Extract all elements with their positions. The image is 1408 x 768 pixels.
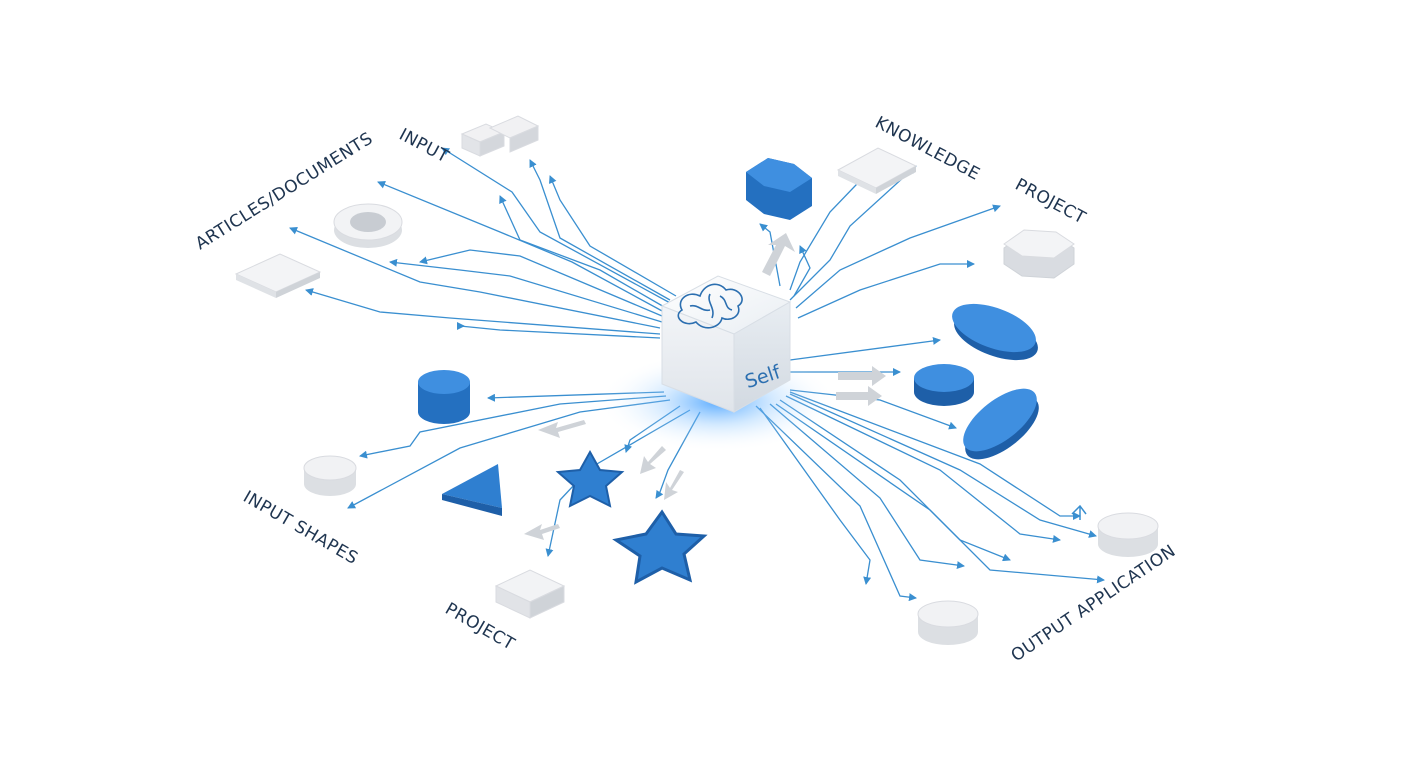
gray-disc-left-shape[interactable]: [303, 455, 357, 496]
connection-lines: [289, 147, 1105, 602]
connection-line: [289, 226, 661, 329]
connection-line: [499, 195, 667, 309]
flat-square-left-shape[interactable]: [234, 253, 322, 298]
gray-box-bottom-shape[interactable]: [494, 569, 566, 619]
connection-line: [789, 165, 917, 301]
connection-line: [795, 204, 1001, 309]
blue-star-small-shape[interactable]: [555, 449, 625, 508]
connection-line: [759, 407, 872, 585]
connection-line: [769, 403, 965, 570]
flow-arrow: [640, 446, 666, 474]
connection-line: [793, 245, 811, 297]
gray-hexagon-shape[interactable]: [1003, 229, 1075, 279]
label-input-shapes: INPUT SHAPES: [240, 487, 362, 569]
connection-line: [389, 258, 663, 323]
flow-arrow: [836, 386, 882, 406]
blue-ellipse-top-shape[interactable]: [946, 294, 1044, 370]
label-output-application: OUTPUT APPLICATION: [1008, 541, 1180, 666]
blue-hexagon-shape[interactable]: [746, 158, 812, 220]
center-cube[interactable]: Self: [660, 275, 792, 413]
flow-arrow: [762, 233, 795, 276]
connection-line: [359, 395, 667, 459]
connection-line: [441, 147, 673, 305]
connection-line: [785, 395, 1061, 543]
blue-star-large-shape[interactable]: [612, 509, 708, 585]
label-project-right: PROJECT: [1012, 175, 1089, 229]
connection-line: [797, 260, 975, 319]
flow-arrow: [538, 420, 586, 438]
connection-line: [419, 249, 663, 317]
flow-arrow: [838, 366, 886, 386]
small-arrow-icon: [1071, 504, 1087, 520]
connection-line: [549, 175, 677, 297]
input-bars-shape[interactable]: [460, 115, 540, 157]
label-input: INPUT: [396, 125, 453, 168]
connection-line: [759, 223, 781, 287]
connection-line: [755, 405, 917, 602]
flow-arrow: [524, 524, 560, 540]
connection-line: [305, 288, 661, 335]
connection-line: [775, 403, 1105, 584]
gray-disc-right-shape[interactable]: [1097, 512, 1159, 557]
blue-cylinder-shape[interactable]: [418, 370, 470, 424]
flat-square-right-shape[interactable]: [836, 147, 918, 194]
connection-line: [789, 393, 1097, 538]
connection-line: [789, 336, 941, 361]
flow-arrows: [524, 233, 886, 540]
connection-line: [789, 159, 881, 291]
gray-disc-bottom-right-shape[interactable]: [917, 600, 979, 645]
connection-line: [529, 159, 671, 301]
brain-icon: [677, 283, 743, 329]
flow-arrow: [664, 470, 684, 500]
connection-line: [789, 391, 1081, 520]
ring-shape[interactable]: [333, 203, 403, 248]
connection-line: [457, 322, 661, 339]
connection-line: [377, 180, 665, 313]
blue-disc-middle-shape[interactable]: [914, 364, 974, 406]
blue-ellipse-bottom-shape[interactable]: [953, 377, 1049, 471]
blue-triangle-shape[interactable]: [442, 464, 502, 516]
